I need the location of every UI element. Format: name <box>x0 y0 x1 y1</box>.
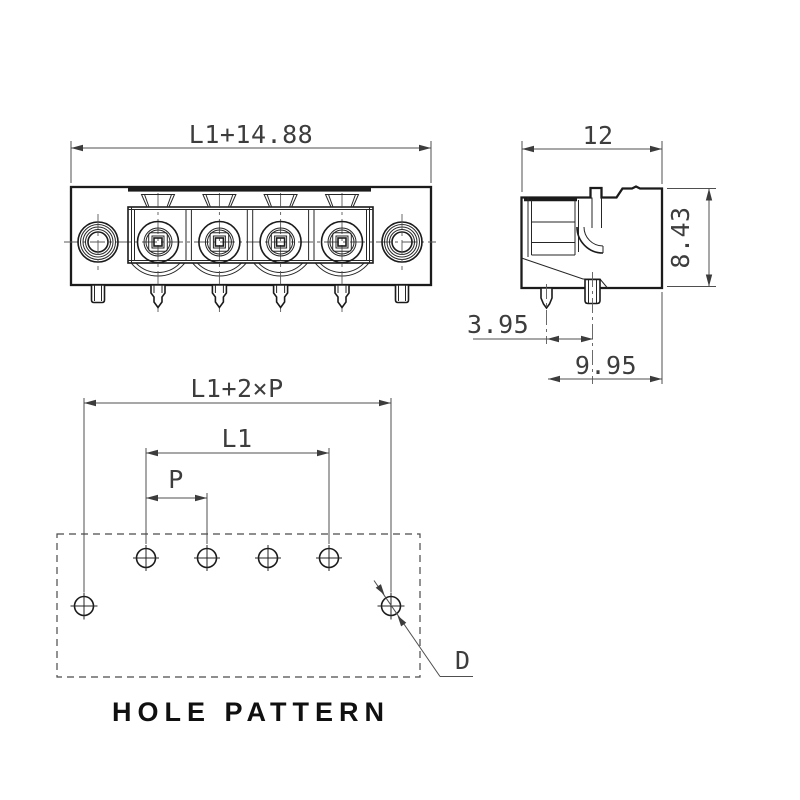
front-pole-2 <box>198 193 241 316</box>
side-internal-detail <box>521 197 608 289</box>
dim-label-height: 8.43 <box>666 206 695 268</box>
side-view-height-dimension: 8.43 <box>666 188 716 287</box>
flange-pin <box>90 284 106 304</box>
dim-label-overall-width: L1+14.88 <box>189 120 313 149</box>
dim-label-hole-diameter: D <box>455 646 471 675</box>
front-flange-right <box>381 214 423 304</box>
wire-funnel <box>324 194 360 208</box>
dim-label-depth: 12 <box>582 121 613 150</box>
terminal-screw <box>259 220 302 264</box>
mounting-holes <box>70 592 405 620</box>
solder-pin <box>334 284 350 309</box>
side-view-pin-depth-dimension: 9.95 <box>548 292 663 384</box>
mounting-hole-left <box>70 592 98 620</box>
dim-label-pitch: P <box>168 465 184 494</box>
wire-funnel <box>140 194 176 208</box>
side-view-depth-dimension: 12 <box>521 121 663 192</box>
hole-pattern-pitch-dimension: P <box>146 465 207 502</box>
board-outline-dashed <box>56 533 421 678</box>
view-caption: HOLE PATTERN <box>112 697 390 727</box>
dim-label-pin-offset: 3.95 <box>467 310 529 339</box>
side-view: 12 8.43 <box>467 121 716 384</box>
wire-funnel <box>263 194 298 208</box>
side-body-outline <box>520 185 664 290</box>
solder-pin <box>150 284 166 309</box>
terminal-screw <box>198 220 241 264</box>
front-top-strip <box>128 187 371 192</box>
front-pole-3 <box>259 193 302 316</box>
side-view-pin-offset-dimension: 3.95 <box>467 310 593 343</box>
front-view-width-dimension: L1+14.88 <box>70 120 432 183</box>
front-flange-left <box>77 214 119 304</box>
hole-pattern-overall-dimension: L1+2×P <box>84 374 391 407</box>
hole <box>194 545 220 571</box>
hole <box>133 545 159 571</box>
front-view: L1+14.88 <box>64 120 436 316</box>
hole-pattern-view: L1+2×P L1 P <box>56 374 473 727</box>
front-pole-4 <box>320 193 364 316</box>
flange-pin <box>394 284 410 304</box>
solder-pin <box>211 284 228 309</box>
front-terminal-block <box>127 206 374 264</box>
dim-label-l1: L1 <box>221 424 252 453</box>
terminal-screw <box>136 220 180 264</box>
front-pole-1 <box>136 193 180 316</box>
hole-diameter-leader: D <box>373 580 473 677</box>
hole-pattern-l1-dimension: L1 <box>146 424 329 457</box>
dim-label-overall: L1+2×P <box>190 374 283 403</box>
hole <box>255 545 281 571</box>
dim-label-pin-depth: 9.95 <box>575 351 637 380</box>
solder-pin <box>272 284 289 309</box>
terminal-screw <box>320 220 364 264</box>
hole <box>316 545 342 571</box>
signal-holes <box>133 545 342 571</box>
wire-funnel <box>202 194 237 208</box>
front-body-outline <box>69 185 433 287</box>
